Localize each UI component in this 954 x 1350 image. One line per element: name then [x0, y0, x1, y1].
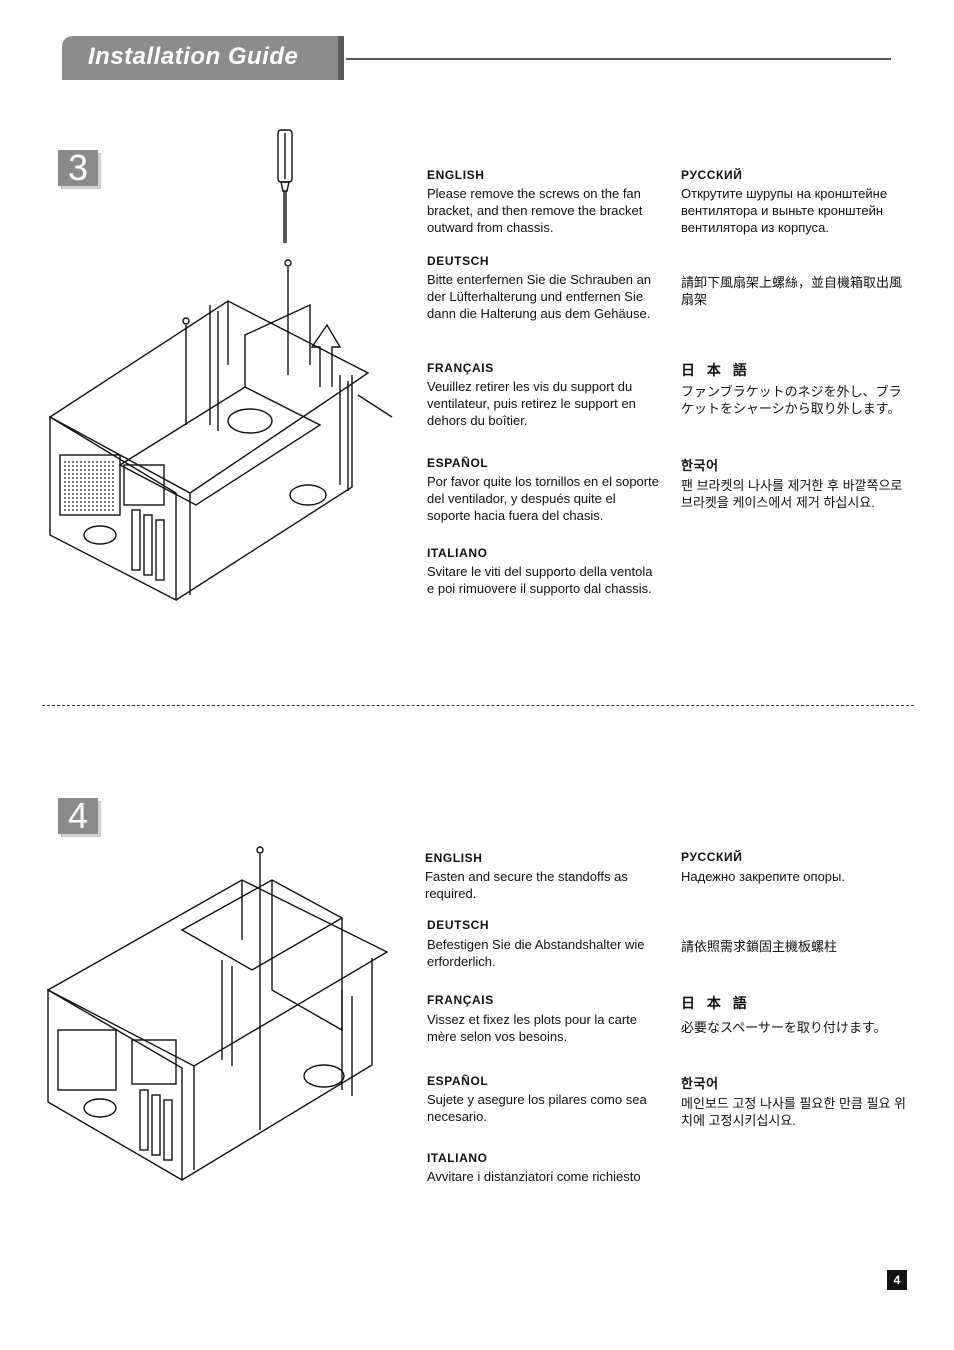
header-tab — [62, 36, 344, 80]
step-4-illustration — [46, 846, 389, 1182]
step-3-badge: 3 — [58, 150, 98, 186]
lang-text: Надежно закрепите опоры. — [681, 869, 845, 884]
lang-heading: 日 本 語 — [681, 362, 751, 378]
lang-text: Sujete y asegure los pilares como sea ne… — [427, 1092, 647, 1124]
lang-text: Svitare le viti del supporto della vento… — [427, 564, 653, 596]
step-3-deutsch: DEUTSCH Bitte enterfernen Sie die Schrau… — [427, 254, 659, 322]
lang-text: Befestigen Sie die Abstandshalter wie er… — [427, 937, 645, 969]
step-3-korean: 한국어 팬 브라켓의 나사를 제거한 후 바깥쪽으로 브라켓을 케이스에서 제거… — [681, 455, 913, 511]
lang-text: ファンブラケットのネジを外し、ブラケットをシャーシから取り外します。 — [681, 384, 902, 416]
lang-text: Fasten and secure the standoffs as requi… — [425, 869, 628, 901]
step-4-number: 4 — [67, 795, 89, 836]
step-3-english: ENGLISH Please remove the screws on the … — [427, 168, 659, 236]
step-4-chinese: 請依照需求鎖固主機板螺柱 — [681, 938, 913, 955]
lang-heading: РУССКИЙ — [681, 850, 743, 864]
step-3-espanol: ESPAÑOL Por favor quite los tornillos en… — [427, 456, 659, 524]
lang-heading: 한국어 — [681, 1076, 719, 1091]
lang-heading: FRANÇAIS — [427, 361, 494, 375]
lang-heading: ESPAÑOL — [427, 456, 489, 470]
step-3-illustration — [48, 129, 393, 602]
lang-heading: ITALIANO — [427, 1151, 488, 1165]
step-4-english: ENGLISH Fasten and secure the standoffs … — [425, 851, 657, 902]
lang-heading: ENGLISH — [425, 851, 483, 865]
step-4-japanese: 日 本 語 必要なスペーサーを取り付けます。 — [681, 993, 913, 1036]
step-4-badge: 4 — [58, 798, 98, 834]
page-title: Installation Guide — [88, 43, 299, 70]
lang-heading: 한국어 — [681, 458, 719, 473]
lang-text: Открутите шурупы на кронштейне вентилято… — [681, 186, 888, 235]
step-3-francais: FRANÇAIS Veuillez retirer les vis du sup… — [427, 361, 659, 429]
lang-text: Vissez et fixez les plots pour la carte … — [427, 1012, 638, 1044]
step-4-espanol: ESPAÑOL Sujete y asegure los pilares com… — [427, 1074, 659, 1125]
step-4-korean: 한국어 메인보드 고정 나사를 필요한 만큼 필요 위치에 고정시키십시요. — [681, 1073, 913, 1129]
lang-heading: ESPAÑOL — [427, 1074, 489, 1088]
lang-heading: ITALIANO — [427, 546, 488, 560]
lang-heading: 日 本 語 — [681, 995, 751, 1011]
lang-text: Bitte enterfernen Sie die Schrauben an d… — [427, 272, 652, 321]
lang-heading: DEUTSCH — [427, 918, 490, 932]
lang-text: 팬 브라켓의 나사를 제거한 후 바깥쪽으로 브라켓을 케이스에서 제거 하십시… — [681, 478, 903, 510]
step-3-russian: РУССКИЙ Открутите шурупы на кронштейне в… — [681, 168, 913, 236]
lang-text: 請卸下風扇架上螺絲，並自機箱取出風扇架 — [681, 275, 903, 307]
lang-text: 메인보드 고정 나사를 필요한 만큼 필요 위치에 고정시키십시요. — [681, 1096, 906, 1128]
lang-heading: РУССКИЙ — [681, 168, 743, 182]
lang-text: Por favor quite los tornillos en el sopo… — [427, 474, 659, 523]
step-4-russian: РУССКИЙ Надежно закрепите опоры. — [681, 850, 913, 885]
step-4-deutsch: DEUTSCH Befestigen Sie die Abstandshalte… — [427, 918, 659, 970]
step-3-italiano: ITALIANO Svitare le viti del supporto de… — [427, 546, 659, 597]
step-3-chinese: 請卸下風扇架上螺絲，並自機箱取出風扇架 — [681, 274, 913, 308]
lang-heading: FRANÇAIS — [427, 993, 494, 1007]
lang-text: Please remove the screws on the fan brac… — [427, 186, 643, 235]
step-3-number: 3 — [67, 147, 89, 188]
step-4-italiano: ITALIANO Avvitare i distanziatori come r… — [427, 1151, 659, 1185]
lang-text: Avvitare i distanziatori come richiesto — [427, 1169, 641, 1184]
lang-text: 請依照需求鎖固主機板螺柱 — [681, 939, 838, 954]
step-4-francais: FRANÇAIS Vissez et fixez les plots pour … — [427, 993, 659, 1045]
step-3-japanese: 日 本 語 ファンブラケットのネジを外し、ブラケットをシャーシから取り外します。 — [681, 360, 913, 417]
lang-heading: ENGLISH — [427, 168, 485, 182]
header-rule — [346, 58, 891, 60]
lang-heading: DEUTSCH — [427, 254, 490, 268]
page-number: 4 — [887, 1270, 907, 1290]
lang-text: 必要なスペーサーを取り付けます。 — [681, 1020, 887, 1035]
section-divider — [42, 705, 914, 706]
lang-text: Veuillez retirer les vis du support du v… — [427, 379, 636, 428]
